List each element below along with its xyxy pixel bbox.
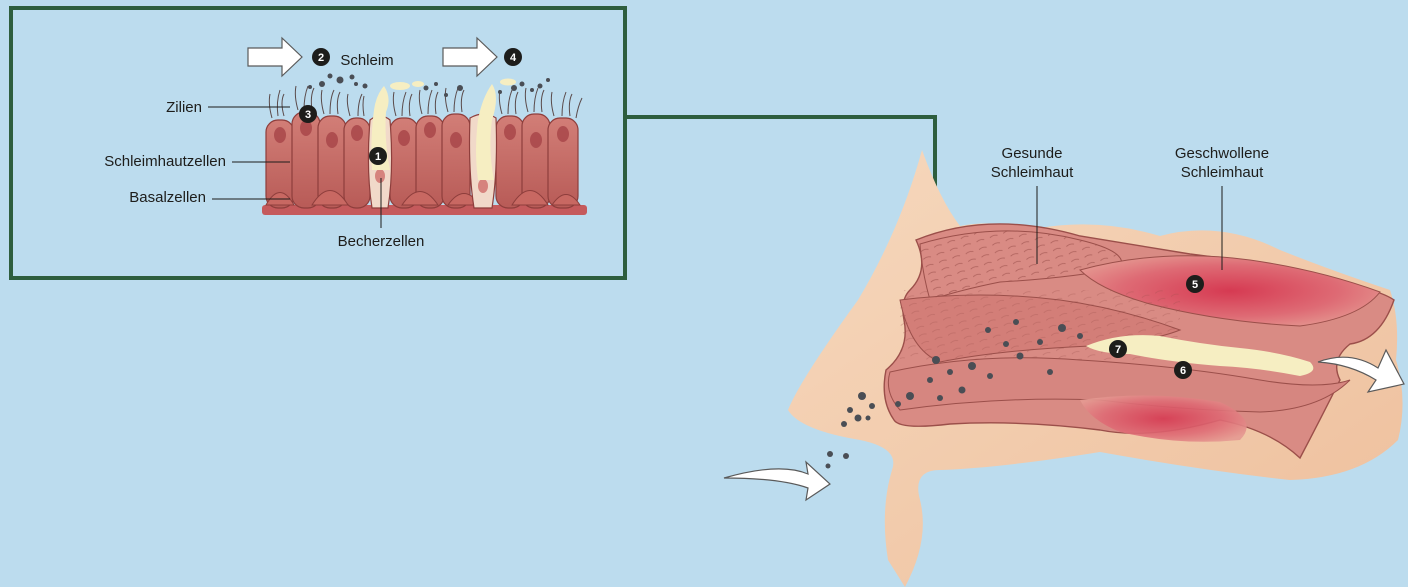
healthy-mucosa-label-line2: Schleimhaut: [991, 164, 1074, 181]
marker-1: 1: [369, 147, 387, 165]
svg-text:4: 4: [510, 52, 517, 64]
marker-5: 5: [1186, 275, 1204, 293]
svg-text:2: 2: [318, 52, 324, 64]
epithelium-illustration: [262, 74, 587, 216]
svg-text:7: 7: [1115, 344, 1121, 356]
inhale-arrow-icon: [724, 462, 830, 500]
healthy-mucosa-label-line1: Gesunde: [1002, 145, 1063, 162]
swollen-mucosa-label-line1: Geschwollene: [1175, 145, 1269, 162]
marker-7: 7: [1109, 340, 1127, 358]
marker-4: 4: [504, 48, 522, 66]
marker-2: 2: [312, 48, 330, 66]
goblet-cells-label: Becherzellen: [338, 233, 425, 250]
swollen-mucosa-label-line2: Schleimhaut: [1181, 164, 1264, 181]
marker-3: 3: [299, 105, 317, 123]
cilia-label: Zilien: [166, 99, 202, 116]
connector-line: [625, 117, 935, 246]
svg-text:3: 3: [305, 109, 311, 121]
arrow-right-icon: [443, 38, 497, 76]
svg-text:5: 5: [1192, 279, 1198, 291]
mucosa-cells-label: Schleimhautzellen: [104, 153, 226, 170]
arrow-right-icon: [248, 38, 302, 76]
basal-cells-label: Basalzellen: [129, 189, 206, 206]
svg-text:6: 6: [1180, 365, 1186, 377]
nose-illustration: [788, 150, 1403, 587]
marker-6: 6: [1174, 361, 1192, 379]
svg-text:1: 1: [375, 151, 381, 163]
inset-particles: [308, 74, 550, 98]
mucus-label: Schleim: [340, 52, 393, 69]
